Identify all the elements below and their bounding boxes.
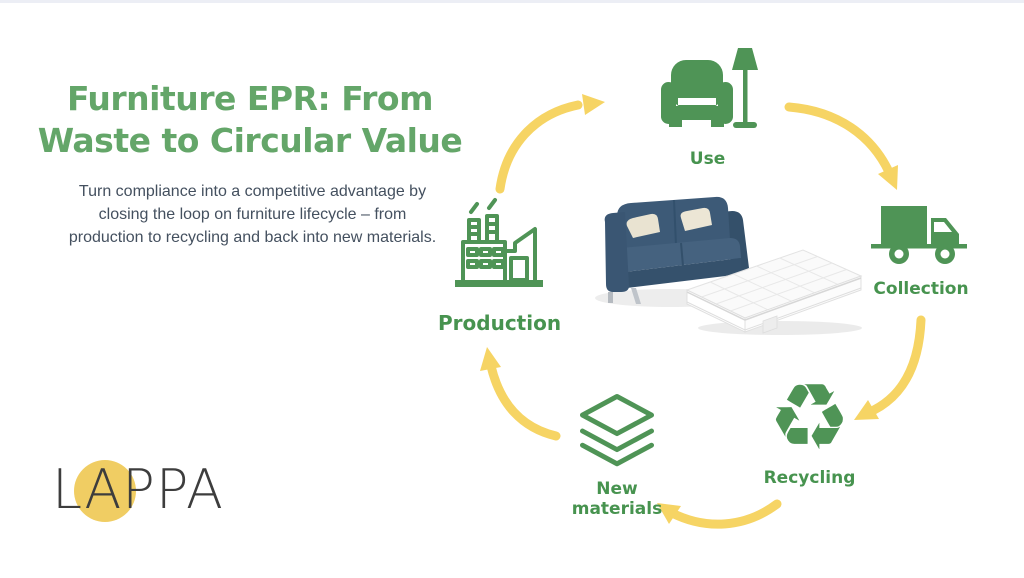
stage-production-label: Production: [438, 311, 562, 335]
stage-collection-label: Collection: [873, 279, 969, 299]
subtitle-text: Turn compliance into a competitive advan…: [68, 183, 437, 247]
page-title: Furniture EPR: From Waste to Circular Va…: [30, 78, 470, 162]
recycling-symbol-icon: ♻: [768, 364, 851, 471]
logo-text: LAPPA: [52, 458, 224, 521]
logo-yellow-circle: [74, 460, 136, 522]
arrow-use-to-collection-icon: [784, 102, 898, 190]
arrow-production-to-use-icon: [495, 94, 605, 194]
stage-production: Production: [438, 196, 562, 335]
stage-use-label: Use: [689, 149, 726, 169]
title-line-2: Waste to Circular Value: [37, 121, 463, 161]
armchair-lamp-icon: [660, 48, 758, 128]
stage-collection: Collection: [862, 204, 980, 299]
stage-recycling-label: Recycling: [763, 468, 856, 488]
lappa-logo: LAPPA: [52, 450, 272, 540]
factory-icon: [455, 198, 543, 287]
stage-new-materials: New materials: [550, 392, 684, 519]
arrow-new-materials-to-production-icon: [480, 347, 561, 441]
title-line-1: Furniture EPR: From: [67, 79, 433, 118]
stage-use: Use: [640, 48, 775, 169]
layers-stack-icon: [579, 393, 655, 467]
top-edge-line: [0, 0, 1024, 3]
stage-recycling: ♻ Recycling: [752, 364, 867, 489]
delivery-truck-icon: [871, 206, 967, 264]
sofa-and-mattress-photo: [595, 196, 863, 335]
stage-new-materials-label: New materials: [571, 479, 663, 519]
